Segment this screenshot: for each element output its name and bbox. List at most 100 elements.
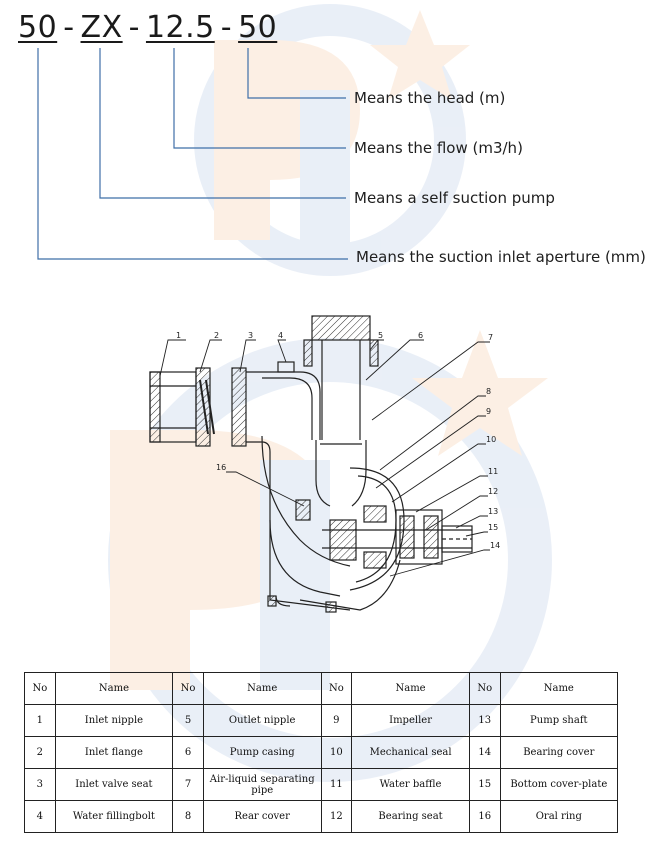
part-no: 16 (468, 800, 501, 833)
part-name: Outlet nipple (202, 704, 322, 737)
meaning-inlet-aperture: Means the suction inlet aperture (mm) (356, 248, 646, 266)
table-header-row: No Name No Name No Name No Name (24, 672, 619, 705)
callout-11: 11 (488, 467, 498, 476)
leader-flow (173, 48, 346, 149)
callout-1-leader (159, 339, 186, 377)
part-name: Rear cover (202, 800, 322, 833)
leader-pump (99, 48, 346, 199)
pump-shaft (322, 525, 473, 553)
parts-table: No Name No Name No Name No Name 1 Inlet … (24, 672, 619, 833)
part-no: 3 (24, 768, 56, 801)
leader-inlet (37, 48, 348, 260)
callout-12-leader (425, 495, 488, 531)
callout-6-leader (365, 339, 424, 381)
callout-14-leader (389, 549, 490, 577)
callout-5-leader (369, 339, 384, 351)
callout-13: 13 (488, 507, 498, 516)
part-no: 4 (24, 800, 56, 833)
part-no: 1 (24, 704, 56, 737)
part-no: 12 (320, 800, 353, 833)
part-name: Inlet valve seat (54, 768, 174, 801)
callout-16: 16 (216, 463, 226, 472)
callout-4: 4 (278, 331, 283, 340)
callout-7: 7 (488, 333, 493, 342)
header-no: No (24, 672, 56, 705)
callout-11-leader (415, 475, 488, 513)
oral-ring (295, 499, 311, 521)
part-name: Inlet flange (54, 736, 174, 769)
callout-12: 12 (488, 487, 498, 496)
part-name: Water fillingbolt (54, 800, 174, 833)
air-liquid-separating-pipe (315, 440, 367, 507)
pump-cross-section: 1 2 3 4 5 6 7 8 9 10 11 12 13 15 14 16 (149, 315, 500, 613)
table-row: 3 Inlet valve seat 7 Air-liquid separati… (24, 768, 619, 801)
mechanical-seal (363, 505, 387, 569)
callout-5: 5 (378, 331, 383, 340)
header-no: No (468, 672, 501, 705)
callout-15: 15 (488, 523, 498, 532)
callout-14: 14 (490, 541, 500, 550)
part-name: Bearing cover (499, 736, 619, 769)
code-head: 50 (238, 10, 278, 45)
callout-8-leader (379, 395, 486, 471)
part-no: 5 (172, 704, 204, 737)
callout-16-leader (226, 471, 305, 507)
part-name: Pump shaft (499, 704, 619, 737)
callout-7-leader (371, 341, 490, 421)
callout-3-leader (239, 339, 256, 373)
inlet-valve-seat (199, 379, 215, 435)
part-no: 14 (468, 736, 501, 769)
callout-10-leader (391, 443, 486, 503)
part-name: Impeller (351, 704, 470, 737)
part-name: Mechanical seal (351, 736, 470, 769)
part-name: Water baffle (351, 768, 470, 801)
table-row: 4 Water fillingbolt 8 Rear cover 12 Bear… (24, 800, 619, 833)
part-name: Air-liquid separating pipe (202, 768, 322, 801)
table-row: 2 Inlet flange 6 Pump casing 10 Mechanic… (24, 736, 619, 769)
callout-13-leader (455, 515, 488, 529)
code-separator: - (220, 10, 233, 45)
code-leader-lines (37, 48, 348, 260)
header-no: No (320, 672, 353, 705)
callout-15-leader (465, 531, 488, 537)
callout-2-leader (199, 339, 222, 373)
meaning-flow: Means the flow (m3/h) (354, 139, 523, 157)
part-no: 7 (172, 768, 204, 801)
table-row: 1 Inlet nipple 5 Outlet nipple 9 Impelle… (24, 704, 619, 737)
code-type: ZX (80, 10, 123, 45)
part-no: 8 (172, 800, 204, 833)
water-filling-bolt (277, 361, 295, 373)
callout-4-leader (277, 339, 287, 363)
part-no: 15 (468, 768, 501, 801)
part-name: Pump casing (202, 736, 322, 769)
leader-head (247, 48, 346, 99)
meaning-head: Means the head (m) (354, 89, 506, 107)
part-no: 10 (320, 736, 353, 769)
callout-9-leader (375, 415, 486, 489)
callout-10: 10 (486, 435, 496, 444)
header-name: Name (351, 672, 470, 705)
header-name: Name (202, 672, 322, 705)
callout-9: 9 (486, 407, 491, 416)
part-no: 6 (172, 736, 204, 769)
callout-2: 2 (214, 331, 219, 340)
header-no: No (172, 672, 204, 705)
code-separator: - (63, 10, 75, 45)
part-name: Oral ring (499, 800, 619, 833)
code-separator: - (128, 10, 140, 45)
part-no: 9 (320, 704, 353, 737)
outlet-nipple (303, 315, 379, 440)
callout-6: 6 (418, 331, 423, 340)
meaning-self-suction-pump: Means a self suction pump (354, 189, 555, 207)
callout-8: 8 (486, 387, 491, 396)
header-name: Name (54, 672, 174, 705)
code-size: 50 (18, 10, 58, 45)
part-name: Inlet nipple (54, 704, 174, 737)
pump-casing (246, 371, 401, 613)
callout-1: 1 (176, 331, 181, 340)
part-name: Bearing seat (351, 800, 470, 833)
part-no: 2 (24, 736, 56, 769)
model-code: 50-ZX-12.5-50 (18, 10, 277, 45)
inlet-nipple (149, 371, 197, 443)
impeller (329, 519, 357, 561)
